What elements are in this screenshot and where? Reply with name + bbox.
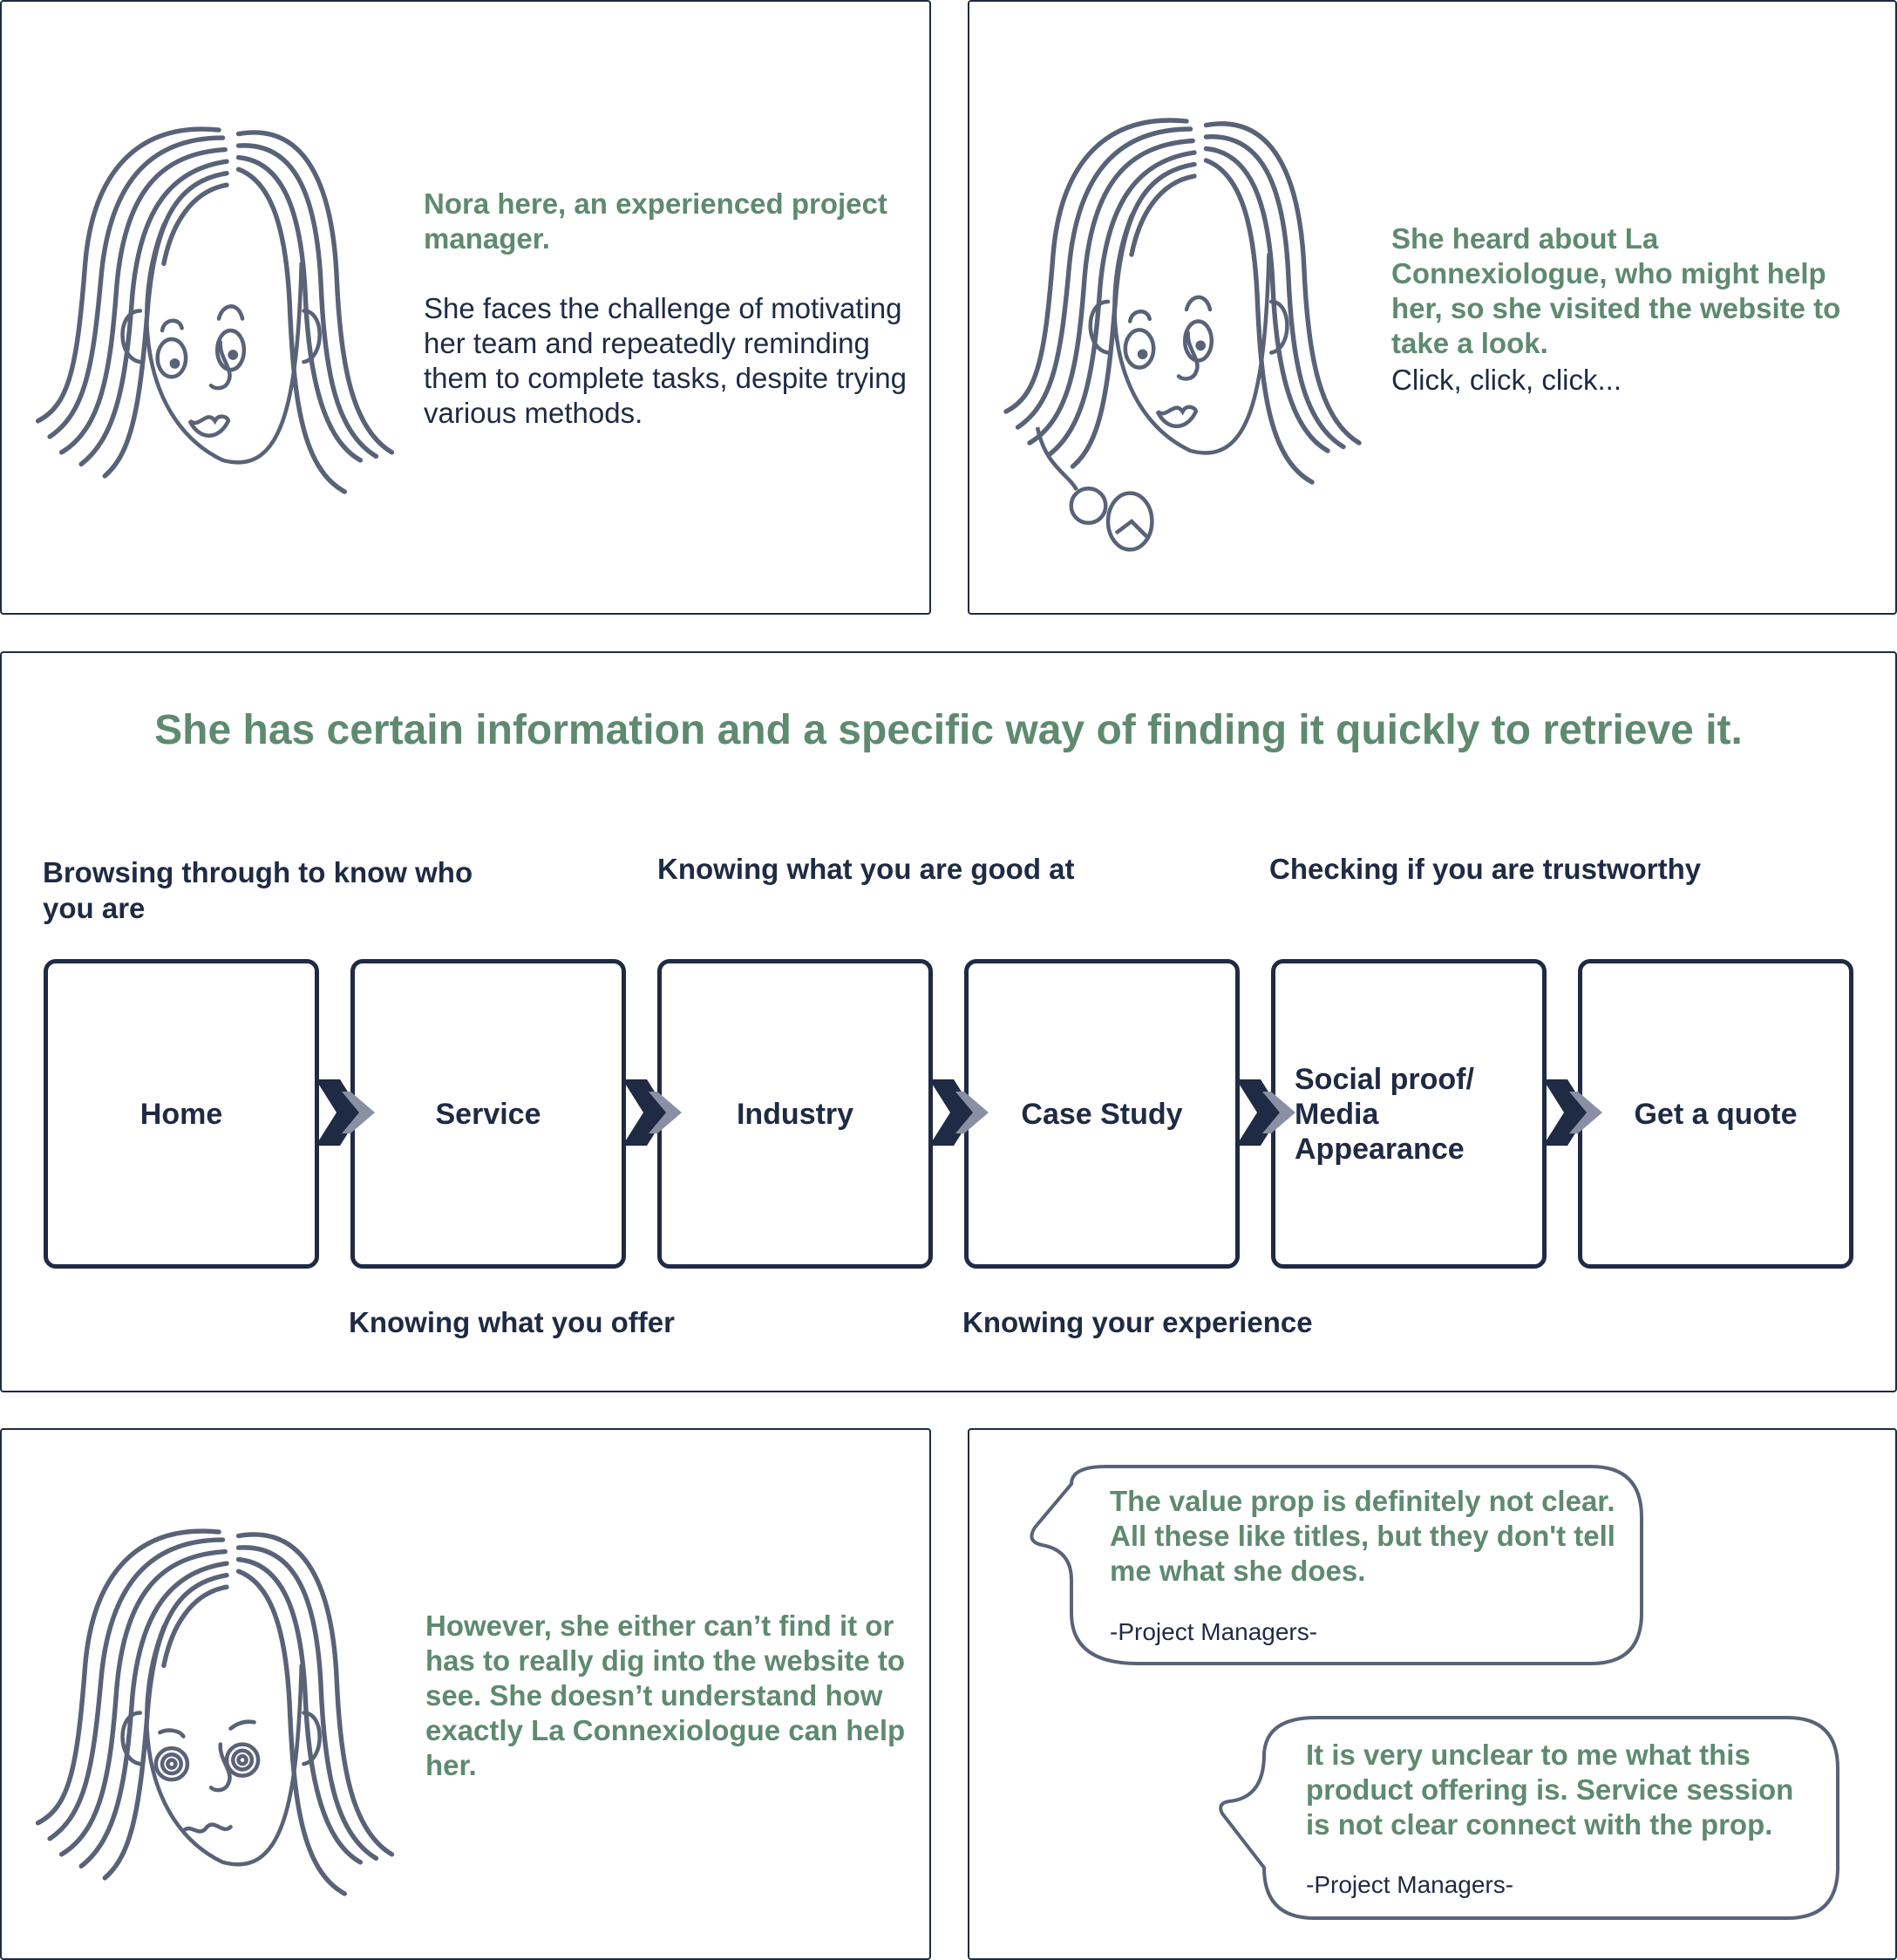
step-service: Service bbox=[350, 959, 626, 1269]
step-label: Home bbox=[139, 1097, 223, 1131]
speech-bubble bbox=[1030, 1465, 1643, 1665]
quote-1-source: -Project Managers- bbox=[1110, 1618, 1318, 1645]
speech-bubble bbox=[1219, 1716, 1839, 1920]
step-label: Industry bbox=[736, 1097, 854, 1131]
panel-visit: She heard about La Connexiologue, who mi… bbox=[968, 0, 1897, 615]
step-home: Home bbox=[44, 959, 319, 1269]
visit-text: She heard about La Connexiologue, who mi… bbox=[1391, 222, 1841, 359]
chevron-right-icon bbox=[929, 1079, 989, 1146]
label-who: Browsing through to know who you are bbox=[43, 856, 473, 924]
step-social-proof: Social proof/ Media Appearance bbox=[1271, 959, 1547, 1269]
confused-text: However, she either can’t find it or has… bbox=[425, 1610, 906, 1781]
mouse-icon bbox=[1035, 426, 1154, 552]
quote-2-source: -Project Managers- bbox=[1306, 1871, 1514, 1898]
step-label: Social proof/ Media Appearance bbox=[1295, 1062, 1474, 1166]
step-case-study: Case Study bbox=[964, 959, 1240, 1269]
intro-body: She faces the challenge of motivating he… bbox=[424, 292, 907, 429]
quote-1-text: The value prop is definitely not clear. … bbox=[1110, 1485, 1615, 1587]
label-experience: Knowing your experience bbox=[962, 1306, 1313, 1338]
quote-2-text: It is very unclear to me what this produ… bbox=[1306, 1739, 1794, 1841]
panel-intro: Nora here, an experienced project manage… bbox=[0, 0, 931, 615]
label-offer: Knowing what you offer bbox=[349, 1306, 675, 1338]
step-label: Service bbox=[435, 1097, 541, 1131]
chevron-right-icon bbox=[316, 1079, 375, 1146]
step-get-quote: Get a quote bbox=[1578, 959, 1853, 1269]
click-text: Click, click, click... bbox=[1391, 364, 1622, 396]
step-label: Get a quote bbox=[1634, 1097, 1798, 1131]
chevron-right-icon bbox=[1236, 1079, 1295, 1146]
nora-illustration bbox=[2, 106, 420, 507]
nora-with-mouse-illustration bbox=[969, 98, 1388, 552]
step-label: Case Study bbox=[1021, 1097, 1183, 1131]
journey-title: She has certain information and a specif… bbox=[154, 707, 1743, 753]
chevron-right-icon bbox=[1543, 1079, 1602, 1146]
chevron-right-icon bbox=[622, 1079, 682, 1146]
step-industry: Industry bbox=[657, 959, 933, 1269]
label-good-at: Knowing what you are good at bbox=[657, 853, 1075, 885]
intro-text: Nora here, an experienced project manage… bbox=[424, 187, 887, 255]
confused-nora-illustration bbox=[2, 1508, 420, 1909]
panel-confused: However, she either can’t find it or has… bbox=[0, 1428, 931, 1960]
label-trust: Checking if you are trustworthy bbox=[1269, 853, 1702, 885]
